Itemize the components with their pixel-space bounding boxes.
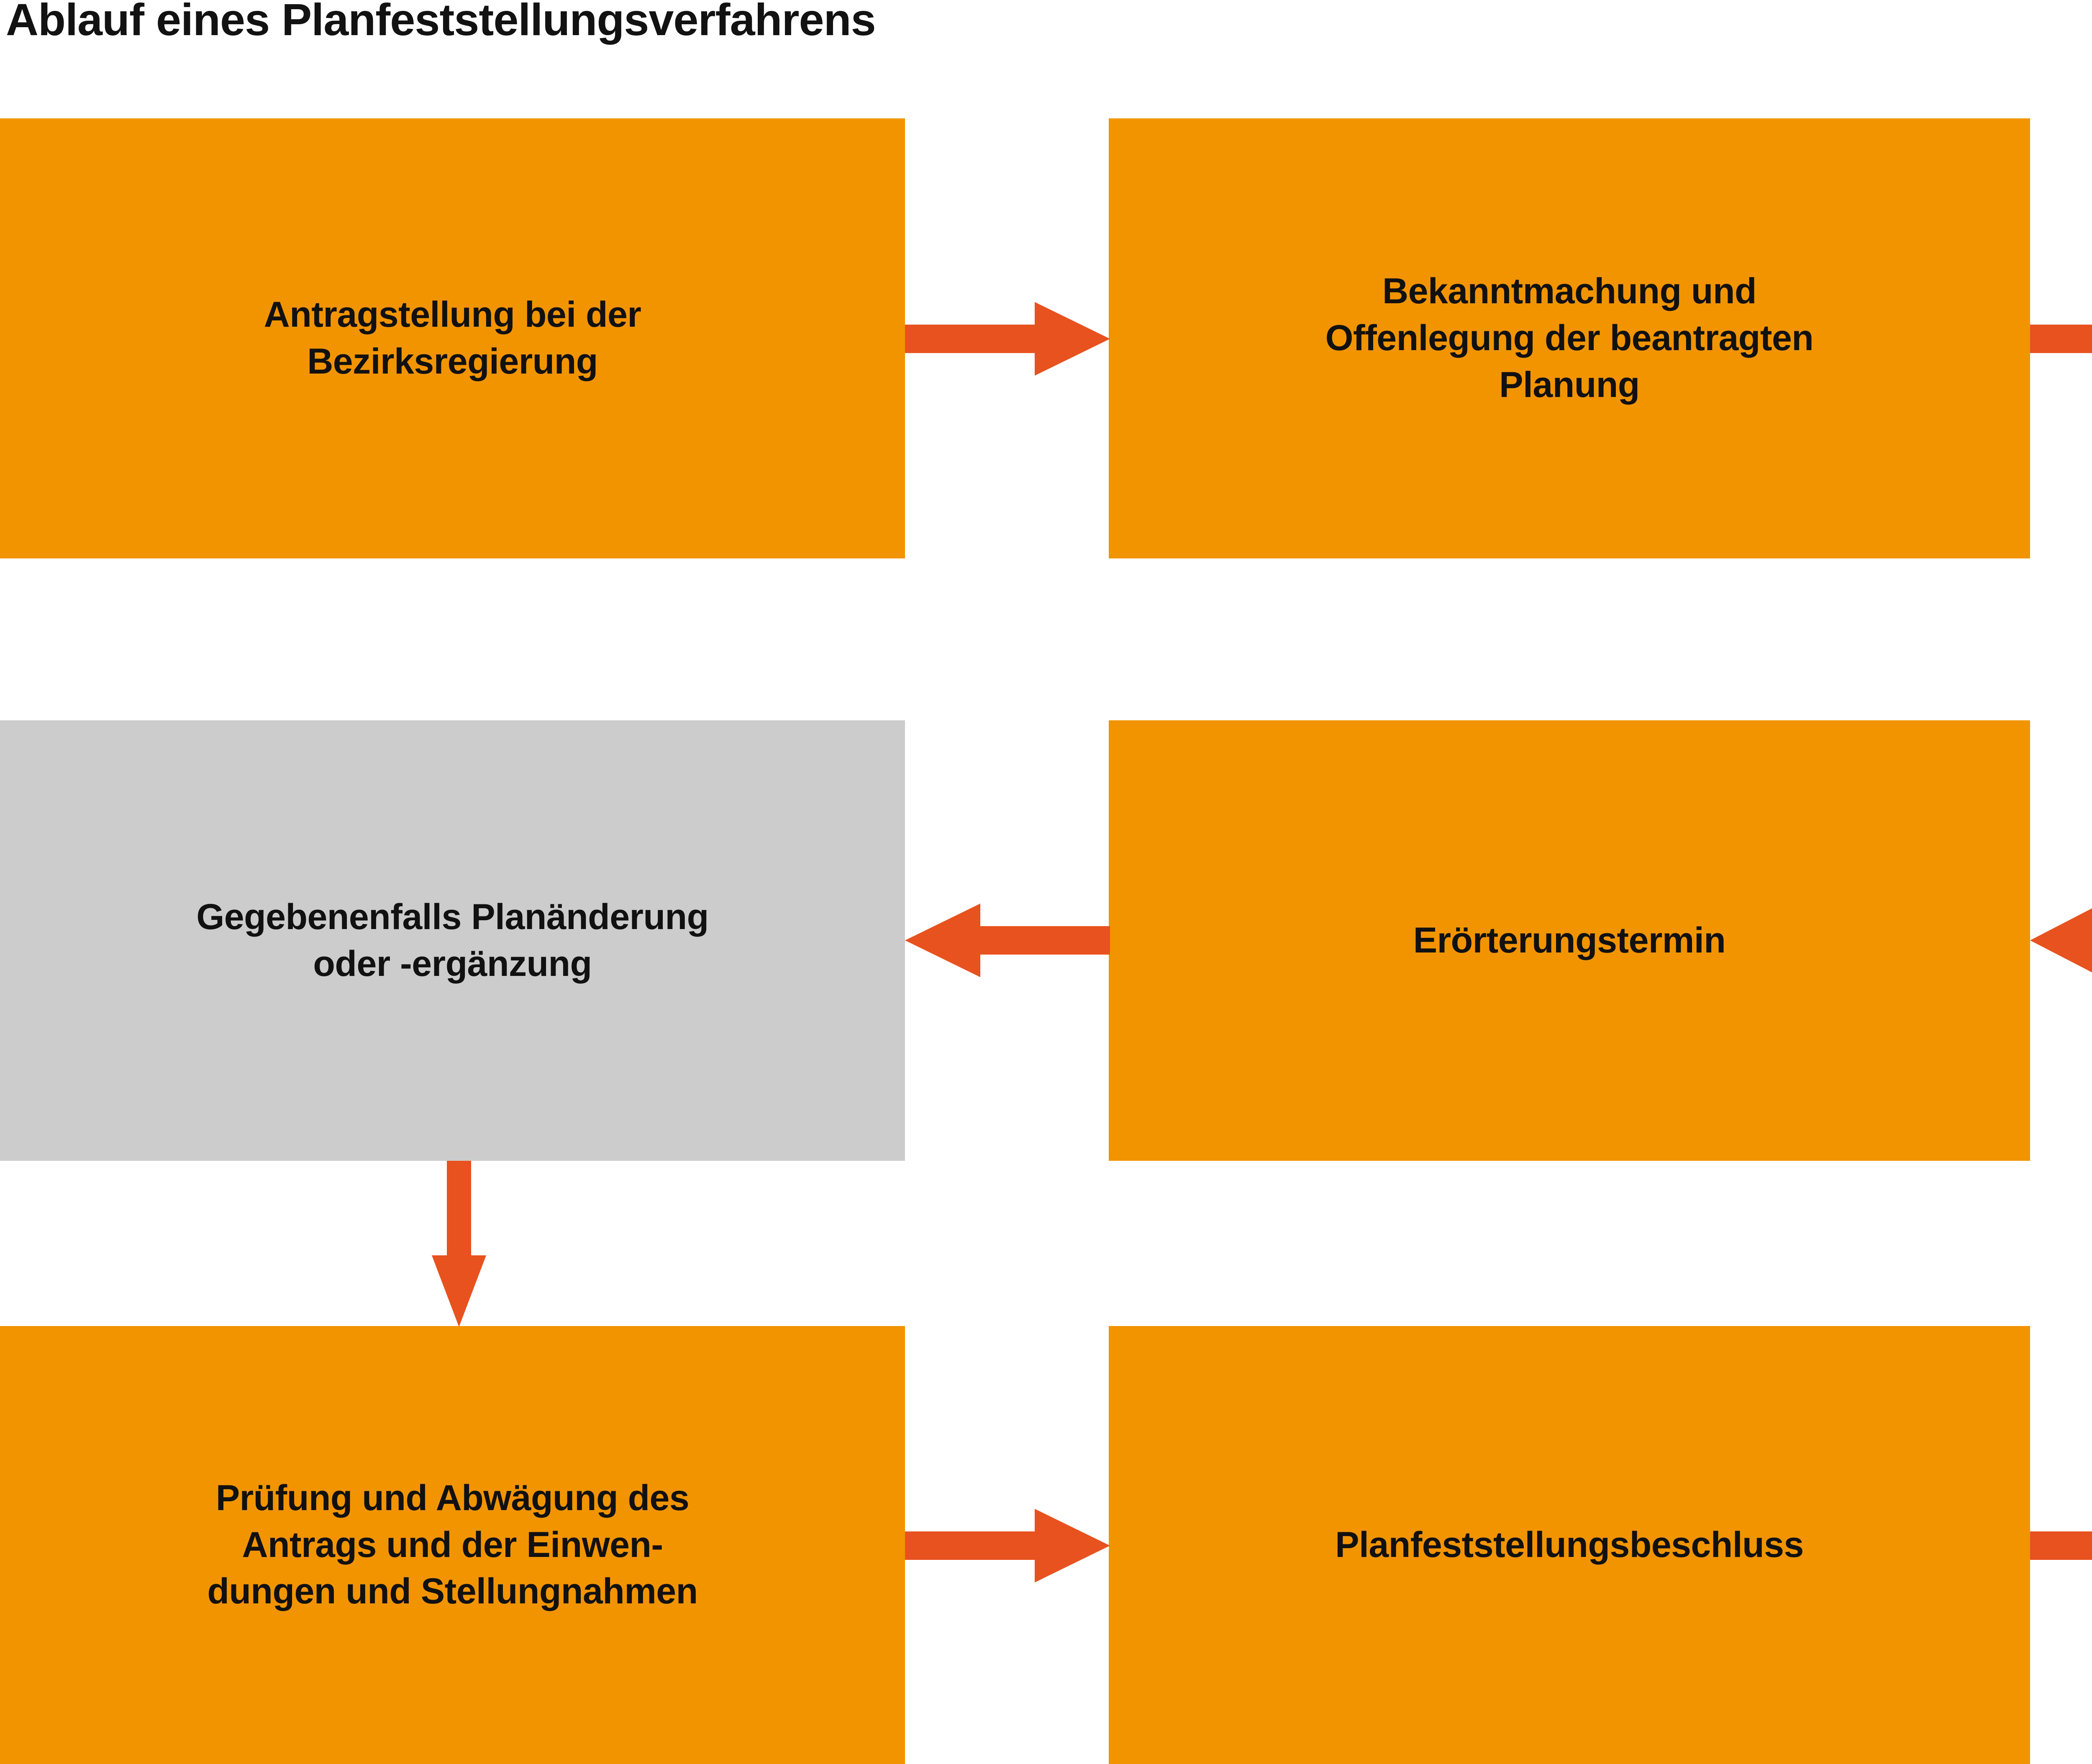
node-pruefung-abwaegung[interactable]: Prüfung und Abwägung des Antrags und der… — [0, 1326, 905, 1764]
node-planaenderung[interactable]: Gegebenenfalls Planänderung oder -ergänz… — [0, 720, 905, 1161]
arrow-bekanntmachung-to-eingang-einwendungen — [2030, 293, 2092, 385]
node-planaenderung-label: Gegebenenfalls Planänderung oder -ergänz… — [196, 896, 709, 984]
arrow-planfeststellungsbeschluss-to-gerichtliche-ueberpruefung — [2030, 1500, 2092, 1592]
node-bekanntmachung[interactable]: Bekanntmachung und Offenlegung der beant… — [1109, 118, 2030, 558]
arrow-pruefung-abwaegung-to-planfeststellungsbeschluss — [905, 1500, 1110, 1592]
node-planfeststellungsbeschluss-label: Planfeststellungsbeschluss — [1335, 1524, 1804, 1565]
node-antragstellung[interactable]: Antragstellung bei der Bezirksregierung — [0, 118, 905, 558]
node-eroerterungstermin[interactable]: Erörterungstermin — [1109, 720, 2030, 1161]
arrow-aeusserung-antragsteller-to-eroerterungstermin — [2030, 894, 2092, 986]
node-planfeststellungsbeschluss[interactable]: Planfeststellungsbeschluss — [1109, 1326, 2030, 1764]
arrow-eroerterungstermin-to-planaenderung — [905, 894, 1110, 986]
node-pruefung-abwaegung-label: Prüfung und Abwägung des Antrags und der… — [207, 1477, 698, 1612]
node-antragstellung-label: Antragstellung bei der Bezirksregierung — [264, 294, 641, 381]
page-title: Ablauf eines Planfeststellungsverfahrens — [6, 0, 876, 45]
arrow-antragstellung-to-bekanntmachung — [905, 293, 1110, 385]
arrow-planaenderung-to-pruefung-abwaegung — [432, 1161, 486, 1327]
node-eroerterungstermin-label: Erörterungstermin — [1413, 920, 1726, 960]
node-bekanntmachung-label: Bekanntmachung und Offenlegung der beant… — [1325, 271, 1814, 405]
